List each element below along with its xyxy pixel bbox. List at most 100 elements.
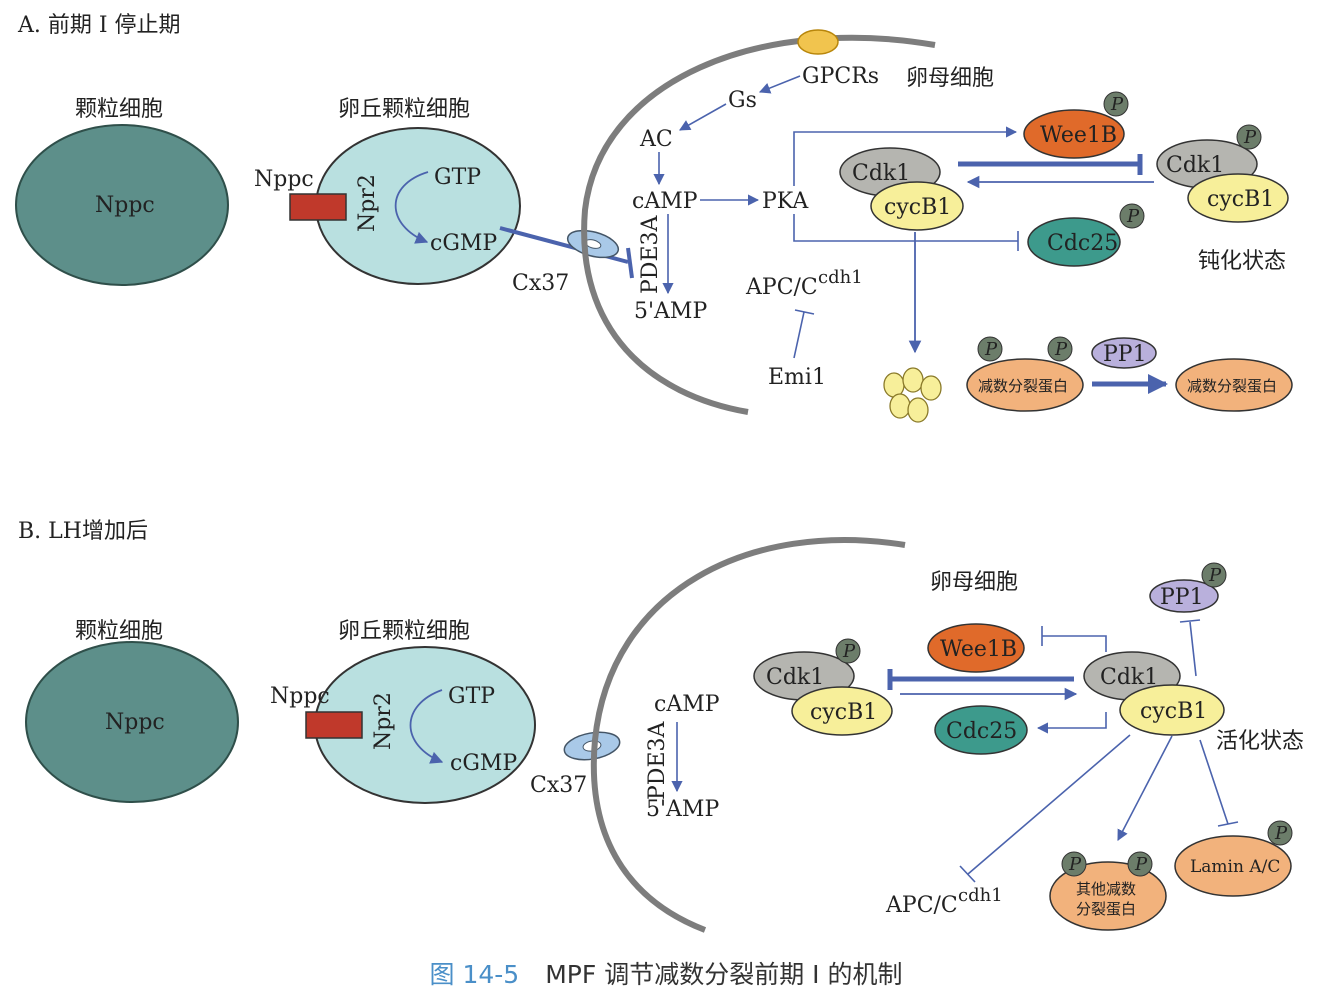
panel-b-other-meiosis-phospho-1 — [1061, 851, 1087, 877]
panel-b-wee1b-protein — [927, 623, 1025, 673]
panel-a-cycb1-right-label: cycB1 — [1207, 187, 1274, 212]
panel-b-apc-inhibition-bar — [959, 865, 976, 883]
panel-b-gtp: GTP — [448, 684, 495, 709]
panel-b-gtp-to-cgmp-arrow — [409, 689, 444, 764]
panel-a-cgmp: cGMP — [430, 231, 497, 256]
panel-a-wee1b-phospho-label: P — [1110, 94, 1124, 115]
panel-b-granulosa-cell — [25, 641, 239, 803]
panel-b-other-meiosis-line2: 分裂蛋白 — [1076, 900, 1136, 918]
panel-a-gpcrs: GPCRs — [802, 64, 879, 89]
panel-a-degraded-cycb1-fragments — [883, 367, 942, 423]
panel-a-gpcr-to-gs-arrow — [758, 75, 801, 94]
panel-b-cdk1-left-phospho-label: P — [842, 641, 856, 662]
panel-a-meiosis-protein-right-label: 减数分裂蛋白 — [1187, 377, 1277, 395]
panel-a-pka-to-wee1b-arrow — [793, 126, 1018, 186]
panel-a-cdk1-right-phospho-label: P — [1243, 127, 1257, 148]
panel-a-pde3a: PDE3A — [638, 215, 663, 294]
panel-b-cdc25-label: Cdc25 — [946, 719, 1017, 744]
panel-a-cdk1-right-label: Cdk1 — [1166, 153, 1224, 178]
panel-a-nppc-ligand: Nppc — [254, 167, 314, 192]
panel-b-active-state: 活化状态 — [1216, 729, 1304, 754]
panel-a-wee1b-protein — [1023, 109, 1125, 159]
panel-a-wee1b-label: Wee1B — [1040, 123, 1117, 148]
panel-a-meiosis-left-phospho-2-label: P — [1054, 339, 1068, 360]
panel-b-pp1-inhibition-line — [1189, 621, 1197, 677]
panel-b-nppc-ligand: Nppc — [270, 684, 330, 709]
panel-a-cx37-label: Cx37 — [512, 271, 569, 296]
panel-b-apc-sup: cdh1 — [958, 885, 1003, 906]
panel-a-meiosis-protein-right — [1175, 358, 1293, 412]
panel-b-other-meiosis-protein — [1049, 861, 1167, 931]
panel-a-emi1: Emi1 — [768, 365, 826, 390]
panel-b-oocyte-title: 卵母细胞 — [930, 570, 1018, 595]
panel-b-pp1-inhibition-bar — [1179, 619, 1201, 623]
panel-b-other-meiosis-line1: 其他减数 — [1076, 880, 1136, 898]
panel-a-gs-to-ac-arrow — [679, 103, 727, 131]
figure-caption: 图 14-5 MPF 调节减数分裂前期 I 的机制 — [0, 955, 1332, 991]
panel-b-npr2-label: Npr2 — [371, 692, 396, 750]
panel-b-other-meiosis-phospho-1-label: P — [1068, 854, 1082, 875]
panel-b-lamin-label: Lamin A/C — [1190, 857, 1280, 877]
panel-b-cumulus-title: 卵丘颗粒细胞 — [338, 619, 470, 644]
panel-a-gtp-to-cgmp-arrow — [394, 171, 429, 244]
panel-a-granulosa-cell — [15, 124, 229, 286]
panel-a-cycb1-left-label: cycB1 — [884, 195, 951, 220]
panel-b-cdk1-left-phospho — [835, 638, 861, 664]
panel-a-blunted-state: 钝化状态 — [1198, 249, 1286, 274]
panel-b-cdc25-protein — [934, 705, 1028, 755]
panel-a-meiosis-left-phospho-1 — [977, 336, 1003, 362]
panel-a-pka: PKA — [762, 189, 809, 214]
panel-a-apc-sup: cdh1 — [818, 267, 863, 288]
panel-a-ac: AC — [639, 127, 673, 152]
panel-a-cdc25-phospho — [1119, 203, 1145, 229]
panel-b-cycb1-right-label: cycB1 — [1140, 699, 1207, 724]
panel-b-pde3a: PDE3A — [645, 721, 670, 800]
panel-b-granulosa-title: 颗粒细胞 — [75, 619, 163, 644]
panel-a-pp1-label: PP1 — [1103, 342, 1147, 367]
panel-a-oocyte-title: 卵母细胞 — [906, 66, 994, 91]
panel-b-pp1-phospho — [1201, 562, 1227, 588]
panel-b-cycb1-left-label: cycB1 — [810, 700, 877, 725]
panel-a-5amp: 5'AMP — [634, 299, 707, 324]
panel-b-lamin-protein — [1174, 835, 1292, 897]
panel-a-cdk1-right-phospho — [1236, 124, 1262, 150]
panel-b-cgmp: cGMP — [450, 751, 517, 776]
panel-a-oocyte-membrane — [581, 34, 936, 415]
panel-a-meiosis-left-phospho-2 — [1047, 336, 1073, 362]
panel-a-pka-to-cdc25-inhibition — [793, 214, 1018, 242]
panel-b-wee1b-inhibition — [1042, 635, 1107, 652]
panel-a-cycb1-left — [870, 181, 964, 231]
panel-b-other-meiosis-phospho-2-label: P — [1134, 854, 1148, 875]
panel-a-gtp: GTP — [434, 165, 481, 190]
panel-b-pp1-phospho-label: P — [1208, 565, 1222, 586]
figure-number: 图 14-5 — [429, 960, 520, 989]
panel-b-cycb1-right — [1119, 684, 1225, 736]
panel-b-other-meiosis-phospho-2 — [1127, 851, 1153, 877]
panel-b-camp: cAMP — [654, 692, 720, 717]
panel-a-cdc25-protein — [1027, 217, 1121, 267]
panel-a-npr2-label: Npr2 — [355, 174, 380, 232]
panel-a-emi1-inhibition-line — [793, 311, 805, 359]
panel-b-title: B. LH增加后 — [18, 519, 148, 544]
panel-b-cdk1-left-label: Cdk1 — [766, 665, 824, 690]
panel-b-lamin-inhibition-bar — [1217, 821, 1239, 827]
panel-b: B. LH增加后 颗粒细胞 Nppc 卵丘颗粒细胞 Nppc Npr2 GTP … — [18, 519, 1304, 933]
panel-a-gs: Gs — [728, 88, 757, 113]
panel-a-granulosa-title: 颗粒细胞 — [75, 97, 163, 122]
panel-a-meiosis-protein-left — [966, 358, 1084, 412]
figure-caption-text: MPF 调节减数分裂前期 I 的机制 — [545, 960, 903, 989]
panel-a-nppc-cell-label: Nppc — [95, 193, 155, 218]
panel-a-cdc25-label: Cdc25 — [1047, 231, 1118, 256]
panel-a-pp1-protein — [1091, 337, 1157, 369]
mpf-diagram: A. 前期 I 停止期 颗粒细胞 Nppc 卵丘颗粒细胞 Nppc Npr2 G… — [15, 13, 1304, 933]
panel-b-apc: APC/C — [885, 893, 958, 918]
panel-a-title: A. 前期 I 停止期 — [17, 13, 181, 38]
panel-a-camp: cAMP — [632, 189, 698, 214]
panel-b-apc-inhibition-line — [967, 734, 1131, 875]
panel-a-meiosis-protein-left-label: 减数分裂蛋白 — [978, 377, 1068, 395]
panel-b-5amp: 5'AMP — [646, 797, 719, 822]
panel-b-lamin-inhibition-line — [1199, 739, 1229, 825]
panel-a-cdk1-left-label: Cdk1 — [852, 161, 910, 186]
panel-b-cdk1-right-label: Cdk1 — [1100, 665, 1158, 690]
